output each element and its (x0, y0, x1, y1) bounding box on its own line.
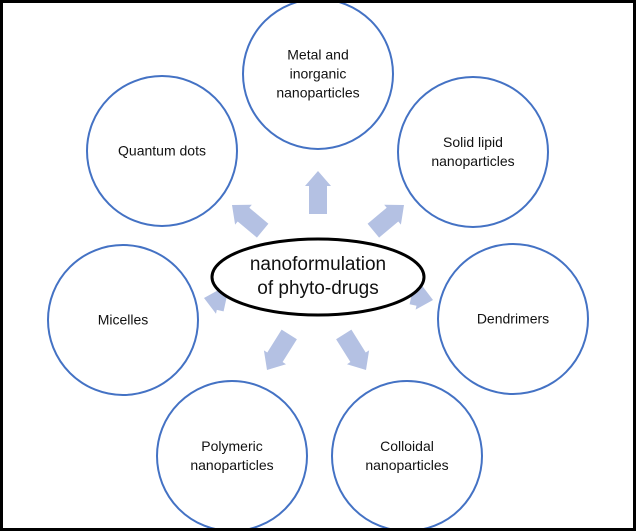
node-label-quantum-dots: Quantum dots (118, 142, 206, 159)
center-ellipse (210, 237, 426, 317)
node-label-polymeric: Polymeric nanoparticles (190, 438, 274, 473)
arrow-to-polymeric (263, 329, 297, 370)
node-circle-polymeric (156, 380, 308, 531)
arrow-to-quantum-dots (232, 204, 269, 238)
node-circle-colloidal (331, 380, 483, 531)
node-label-micelles: Micelles (97, 311, 149, 328)
node-circle-quantum-dots (86, 75, 238, 227)
node-label-colloidal: Colloidal nanoparticles (365, 438, 449, 473)
node-label-solid-lipid: Solid lipid nanoparticles (431, 134, 515, 169)
node-label-dendrimers: Dendrimers (476, 310, 550, 327)
node-circle-dendrimers (437, 243, 589, 395)
arrow-to-metal (305, 171, 331, 214)
node-circle-metal (242, 0, 394, 150)
arrow-to-solid-lipid (367, 204, 404, 238)
arrow-to-colloidal (336, 329, 370, 370)
node-circle-micelles (47, 244, 199, 396)
node-circle-solid-lipid (397, 76, 549, 228)
node-label-metal: Metal and inorganic nanoparticles (276, 46, 360, 101)
center-label: nanoformulation of phyto-drugs (249, 254, 387, 299)
